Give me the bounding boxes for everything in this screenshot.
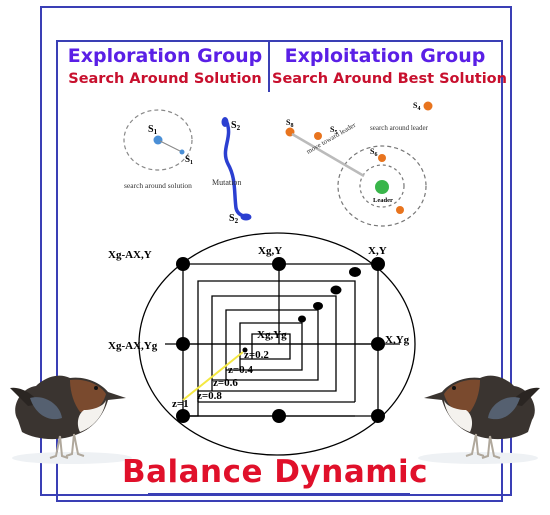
search-ellipse-large	[138, 232, 416, 456]
z-level-1: z=1	[172, 398, 189, 410]
dipper-bird-icon	[10, 375, 132, 464]
corner-top-mid-label: Xg,Y	[258, 245, 282, 257]
outer-orbit	[337, 145, 427, 227]
agent-s4	[423, 101, 433, 111]
balance-dynamic-title: Balance Dynamic	[121, 454, 429, 490]
header-divider	[268, 40, 270, 92]
move-arrow	[291, 132, 365, 178]
inner-orbit	[359, 164, 405, 208]
exploitation-title: Exploitation Group	[284, 45, 486, 67]
exploitation-panel: Leader S4 S8 S5 S6 search around leader …	[285, 101, 433, 227]
z-level-0-4: z=0.4	[228, 364, 253, 376]
exploration-panel: S1 S1 search around solution S2 S2 Mutat…	[123, 109, 252, 225]
mutation-path	[223, 118, 246, 218]
s6-label: S6	[370, 147, 377, 158]
exploration-subtitle: Search Around Solution	[68, 71, 262, 87]
inner-frame	[56, 40, 503, 502]
s4-label: S4	[413, 101, 420, 112]
agent-s1	[153, 135, 163, 145]
leader-node	[375, 180, 389, 194]
agent-orbit-right	[396, 206, 404, 214]
search-ellipse	[123, 109, 193, 171]
s1-small-label: S1	[185, 154, 193, 166]
yellow-path	[182, 351, 244, 401]
z-level-0-2: z=0.2	[244, 349, 269, 361]
center-label: Xg,Yg	[257, 329, 287, 341]
exploration-title: Exploration Group	[67, 45, 263, 67]
corner-top-right-label: X,Y	[368, 245, 387, 257]
z-level-0-8: z=0.8	[197, 390, 222, 402]
grid-nodes	[176, 257, 385, 423]
agent-s5	[314, 132, 322, 140]
title-underline	[148, 493, 410, 496]
leader-label: Leader	[373, 197, 393, 204]
corner-mid-left-label: Xg-AX,Yg	[108, 340, 158, 352]
s1-arrow	[159, 140, 181, 152]
dipper-bird-icon	[418, 375, 540, 464]
agent-s2-bottom	[240, 213, 252, 221]
mutation-label: Mutation	[212, 178, 241, 187]
z-level-0-6: z=0.6	[213, 377, 238, 389]
corner-mid-right-label: X,Yg	[385, 334, 410, 346]
corner-top-left-label: Xg-AX,Y	[108, 249, 152, 261]
s2-top-label: S2	[231, 120, 241, 132]
agent-s6	[378, 154, 386, 162]
agent-s1-small	[179, 149, 185, 155]
s5-label: S5	[330, 125, 337, 136]
agent-s2-top	[221, 117, 229, 127]
spiral-diagram: Xg-AX,Y Xg,Y X,Y Xg-AX,Yg X,Yg Xg,Yg z=0…	[108, 232, 416, 456]
s2-bottom-label: S2	[229, 213, 239, 225]
search-caption: search around solution	[124, 181, 192, 190]
s1-label: S1	[148, 124, 158, 136]
s8-label: S8	[286, 118, 293, 129]
search-leader-caption: search around leader	[370, 124, 429, 132]
exploitation-subtitle: Search Around Best Solution	[272, 71, 507, 87]
